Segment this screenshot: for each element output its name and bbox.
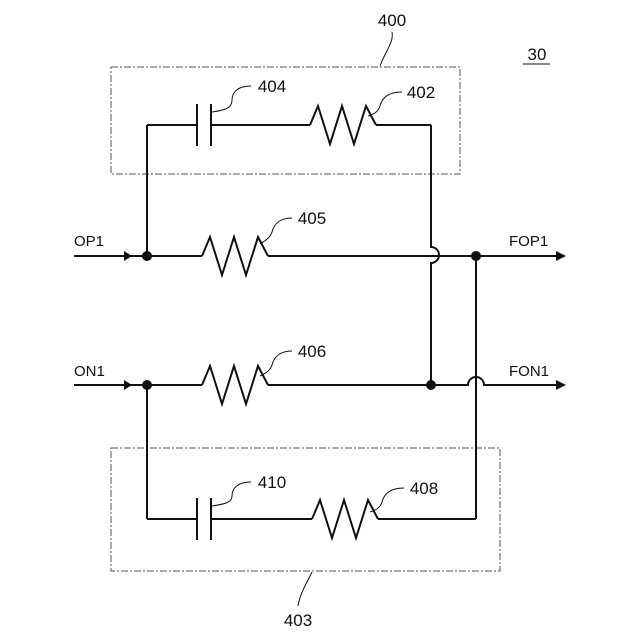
bottom-group-leader: [298, 572, 312, 606]
resistor-406: [202, 366, 268, 404]
bottom-group-label: 403: [284, 611, 312, 630]
arrow-fon1: [556, 380, 566, 390]
leader-404: [212, 86, 251, 112]
arrow-op1: [124, 251, 132, 261]
label-410: 410: [258, 473, 286, 492]
leader-410: [212, 482, 251, 506]
label-402: 402: [407, 83, 435, 102]
capacitor-404: [197, 104, 211, 146]
bottom-group-box: [111, 448, 500, 571]
port-on1-label: ON1: [74, 363, 105, 380]
label-404: 404: [258, 77, 286, 96]
port-fon1-label: FON1: [509, 363, 549, 380]
label-406: 406: [298, 342, 326, 361]
label-405: 405: [298, 209, 326, 228]
resistor-408: [312, 500, 378, 538]
leader-402: [368, 92, 402, 116]
port-fop1-label: FOP1: [509, 233, 548, 250]
top-group-leader: [380, 32, 392, 66]
label-408: 408: [410, 479, 438, 498]
leader-408: [370, 488, 404, 512]
figure-number: 30: [528, 45, 547, 64]
resistor-405: [202, 237, 268, 275]
resistor-402: [310, 106, 376, 144]
arrow-on1: [124, 380, 132, 390]
capacitor-410: [197, 498, 211, 540]
arrow-fop1: [556, 251, 566, 261]
port-op1-label: OP1: [74, 233, 104, 250]
top-group-label: 400: [378, 11, 406, 30]
leader-405: [260, 218, 292, 244]
leader-406: [260, 351, 292, 376]
